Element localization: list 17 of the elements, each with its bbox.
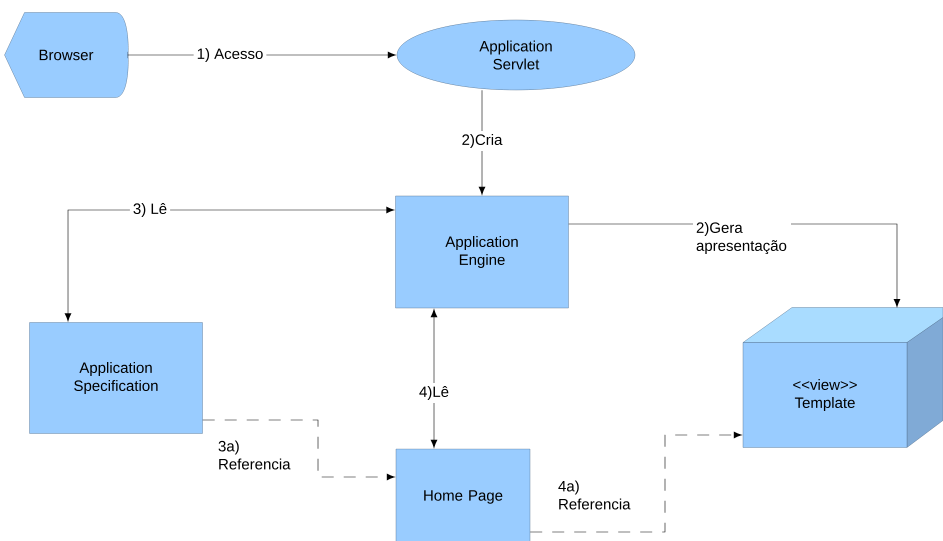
edge-label: 3) Lê <box>130 200 170 220</box>
edge-label: 4a) Referencia <box>555 477 641 512</box>
arrow <box>64 206 394 322</box>
process-box: Home Page <box>396 448 530 541</box>
edge-label: 4)Lê <box>416 382 452 403</box>
arrow <box>202 420 395 480</box>
ellipse-node: Application Servlet <box>396 20 636 90</box>
edge-label: 2)Cria <box>458 131 506 151</box>
arrow <box>430 309 438 448</box>
edge-label: 2)Gera apresentação <box>693 218 791 258</box>
edge-label: 3a) Referencia <box>215 437 301 472</box>
edge-label: 1) Acesso <box>194 45 266 65</box>
process-box: Application Specification <box>29 322 203 434</box>
hexagon-node: Browser <box>4 12 128 98</box>
process-box: Application Engine <box>395 196 569 308</box>
arrow <box>530 432 742 532</box>
cube-node: <<view>> Template <box>742 307 943 448</box>
